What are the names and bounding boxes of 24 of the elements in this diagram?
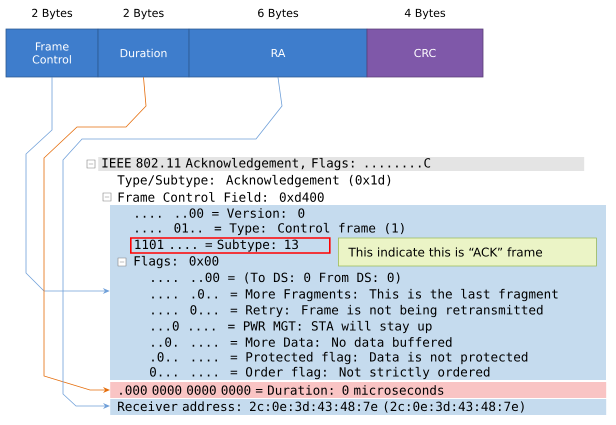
tree-header-row: IEEE 802.11 Acknowledgement, Flags: ........C: [98, 157, 584, 171]
callout-box: This indicate this is “ACK” frame: [338, 238, 597, 266]
tree-row: Receiver address: 2c:0e:3d:43:48:7e (2c:0e:3d:43:48:7e): [110, 399, 606, 415]
highlighted-row: 1101 .... = Subtype: 13: [130, 237, 331, 254]
tree-row: .... 01.. = Type: Control frame (1): [136, 222, 404, 236]
tree-row: Flags: 0x00: [134, 256, 218, 268]
tree-row: ..0. .... = More Data: No data buffered: [152, 337, 452, 347]
field-box: Frame Control: [6, 28, 98, 78]
tree-row: .... .0.. = More Fragments: This is the last fragment: [152, 288, 558, 302]
tree-row: .000 0000 0000 0000 = Duration: 0 microseconds: [110, 382, 606, 398]
tree-row: .... 0... = Retry: Frame is not being retransmitted: [152, 304, 542, 318]
size-label: 2 Bytes: [124, 8, 164, 20]
tree-row: .... ..00 = (To DS: 0 From DS: 0): [152, 272, 400, 284]
field-box: RA: [188, 28, 368, 78]
tree-row: Frame Control Field: 0xd400: [118, 192, 324, 202]
field-box: CRC: [366, 28, 484, 78]
size-label: 2 Bytes: [32, 8, 72, 20]
tree-row: .... ..00 = Version: 0: [136, 208, 304, 218]
tree-row: ...0 .... = PWR MGT: STA will stay up: [152, 320, 432, 334]
tree-row: .0.. .... = Protected flag: Data is not protected: [152, 352, 528, 364]
size-label: 6 Bytes: [258, 8, 298, 20]
tree-row: 0... .... = Order flag: Not strictly ordered: [150, 366, 490, 380]
field-box: Duration: [98, 28, 190, 78]
size-label: 4 Bytes: [404, 8, 446, 20]
